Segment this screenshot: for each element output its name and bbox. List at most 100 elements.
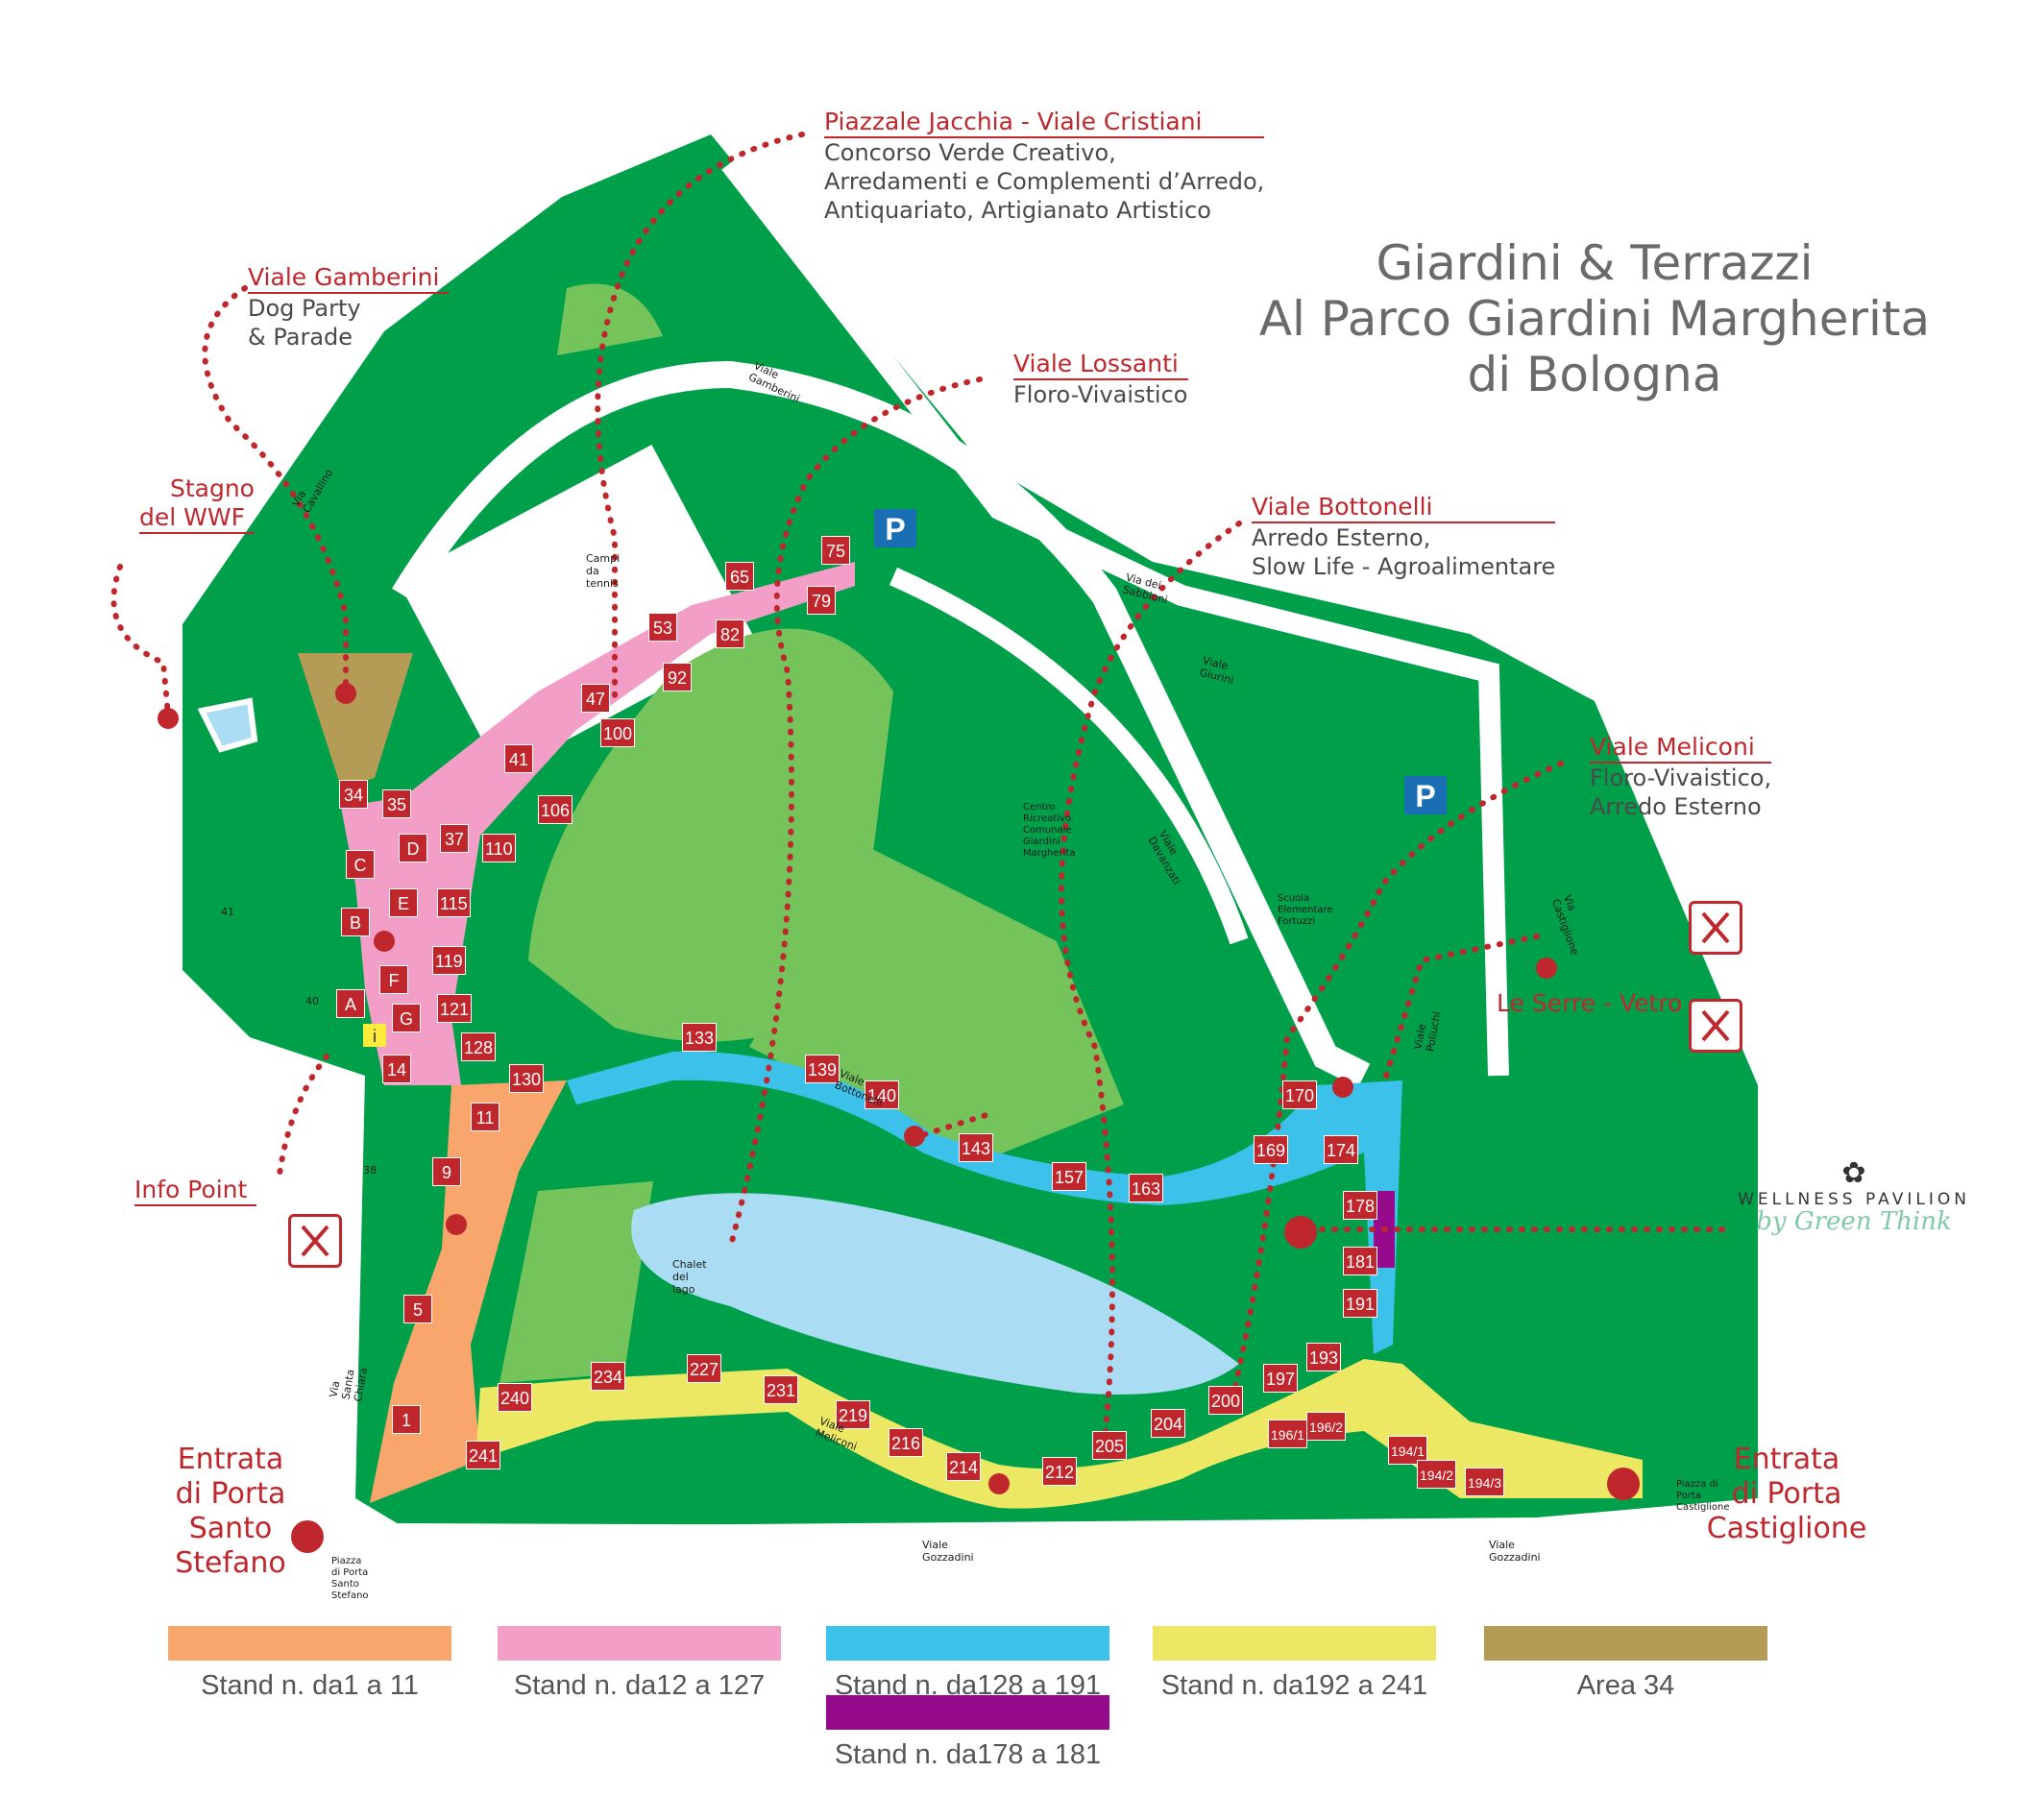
stand-marker[interactable]: 231 bbox=[764, 1375, 799, 1404]
street-tennis: Campi da tennis bbox=[586, 552, 621, 590]
stand-marker[interactable]: 219 bbox=[836, 1400, 871, 1429]
zone-khaki bbox=[298, 653, 413, 788]
flower-icon bbox=[988, 1473, 1010, 1494]
zone-jacchia: Piazzale Jacchia - Viale Cristiani Conco… bbox=[824, 108, 1265, 225]
stand-marker[interactable]: 181 bbox=[1343, 1247, 1378, 1275]
stand-marker[interactable]: 193 bbox=[1306, 1343, 1342, 1371]
stand-marker[interactable]: 196/2 bbox=[1306, 1412, 1347, 1441]
stand-marker[interactable]: 133 bbox=[682, 1023, 718, 1052]
zone-meliconi-line-1: Floro-Vivaistico, bbox=[1590, 764, 1772, 791]
stand-marker[interactable]: 212 bbox=[1042, 1457, 1078, 1486]
stand-marker[interactable]: A bbox=[336, 989, 365, 1018]
stand-marker[interactable]: 11 bbox=[471, 1103, 499, 1131]
stand-marker[interactable]: 121 bbox=[437, 994, 473, 1023]
stand-marker[interactable]: 14 bbox=[382, 1055, 411, 1083]
title-line-1: Giardini & Terrazzi bbox=[1376, 235, 1814, 291]
meadow-large bbox=[528, 628, 893, 1042]
stand-marker[interactable]: 140 bbox=[865, 1080, 900, 1109]
stand-marker[interactable]: 191 bbox=[1343, 1289, 1378, 1318]
title-line-2: Al Parco Giardini Margherita bbox=[1258, 291, 1931, 347]
stand-marker[interactable]: 130 bbox=[509, 1064, 545, 1093]
zone-serre: Le Serre - Vetro bbox=[1497, 989, 1692, 1018]
stand-marker[interactable]: 1 bbox=[392, 1405, 421, 1434]
tennis-courts bbox=[397, 445, 756, 775]
stand-marker[interactable]: 100 bbox=[600, 718, 636, 747]
info-marker-label: i bbox=[373, 1027, 377, 1046]
zone-gamberini-line-1: Dog Party bbox=[248, 295, 361, 322]
stand-marker[interactable]: 115 bbox=[437, 888, 471, 917]
legend-swatch bbox=[826, 1695, 1109, 1730]
stand-marker[interactable]: F bbox=[379, 965, 408, 994]
stand-marker[interactable]: 143 bbox=[959, 1133, 994, 1162]
restaurant-icon bbox=[1689, 999, 1742, 1053]
zone-gamberini-title: Viale Gamberini bbox=[248, 263, 450, 294]
stand-marker[interactable]: 205 bbox=[1092, 1431, 1128, 1460]
stand-marker[interactable]: 119 bbox=[432, 946, 466, 975]
street-scuola-1: Scuola Elementare bbox=[1278, 893, 1333, 915]
stand-marker[interactable]: 35 bbox=[382, 789, 411, 818]
flower-icon bbox=[1284, 1216, 1317, 1249]
entrance-castiglione-line-3: Castiglione bbox=[1706, 1512, 1867, 1545]
stand-marker[interactable]: 234 bbox=[591, 1362, 626, 1391]
leader-serre bbox=[1380, 934, 1540, 1088]
stand-marker[interactable]: 240 bbox=[498, 1383, 533, 1412]
stand-marker[interactable]: 194/3 bbox=[1465, 1468, 1505, 1496]
wellness-line-2: by Green Think bbox=[1756, 1207, 1952, 1236]
stand-marker[interactable]: 241 bbox=[466, 1441, 501, 1469]
street-piazza-c-1: Piazza di Porta bbox=[1676, 1479, 1718, 1501]
stand-marker[interactable]: 174 bbox=[1324, 1135, 1359, 1164]
stand-marker[interactable]: 216 bbox=[889, 1428, 924, 1457]
zone-meliconi-title: Viale Meliconi bbox=[1590, 733, 1772, 764]
stand-marker[interactable]: 106 bbox=[538, 795, 573, 824]
stand-marker[interactable]: 75 bbox=[821, 536, 850, 565]
stand-marker[interactable]: 170 bbox=[1282, 1080, 1318, 1109]
street-centro-1: Centro bbox=[1023, 802, 1056, 813]
stand-marker[interactable]: 214 bbox=[946, 1452, 982, 1481]
stand-marker[interactable]: 196/1 bbox=[1268, 1420, 1308, 1448]
stand-marker[interactable]: 47 bbox=[581, 684, 610, 713]
street-scuola: Scuola Elementare Fortuzzi bbox=[1278, 893, 1333, 928]
stand-marker[interactable]: 178 bbox=[1343, 1191, 1378, 1220]
wellness-line-1: WELLNESS PAVILION bbox=[1738, 1190, 1970, 1209]
stand-marker[interactable]: 139 bbox=[805, 1055, 840, 1083]
parking-icon-east: P bbox=[1404, 776, 1447, 814]
stand-marker[interactable]: B bbox=[341, 908, 370, 936]
stand-marker[interactable]: 157 bbox=[1052, 1162, 1087, 1191]
stand-marker[interactable]: 79 bbox=[807, 586, 836, 615]
street-num-41: 41 bbox=[221, 906, 234, 918]
stand-marker[interactable]: 92 bbox=[663, 663, 692, 692]
stand-marker[interactable]: 110 bbox=[482, 834, 516, 862]
flower-icon bbox=[335, 683, 356, 704]
stand-marker[interactable]: 5 bbox=[403, 1295, 432, 1323]
stand-marker[interactable]: 9 bbox=[432, 1157, 461, 1186]
road-south bbox=[383, 1523, 1759, 1545]
stand-marker[interactable]: 41 bbox=[504, 744, 533, 773]
stand-marker[interactable]: 227 bbox=[687, 1354, 722, 1383]
stand-marker[interactable]: 200 bbox=[1208, 1386, 1244, 1415]
zone-jacchia-line-2: Arredamenti e Complementi d’Arredo, bbox=[824, 168, 1265, 195]
zone-bottonelli-line-1: Arredo Esterno, bbox=[1252, 524, 1431, 551]
stand-marker[interactable]: C bbox=[346, 850, 375, 879]
stand-marker[interactable]: 163 bbox=[1129, 1174, 1164, 1202]
stand-marker[interactable]: 65 bbox=[725, 562, 754, 591]
stand-marker[interactable]: G bbox=[392, 1004, 421, 1032]
stand-marker[interactable]: 169 bbox=[1254, 1135, 1289, 1164]
stand-marker[interactable]: 197 bbox=[1263, 1364, 1299, 1393]
stand-marker[interactable]: 34 bbox=[339, 780, 368, 809]
zone-jacchia-title: Piazzale Jacchia - Viale Cristiani bbox=[824, 108, 1265, 138]
park-area bbox=[183, 134, 1758, 1527]
stand-marker[interactable]: 204 bbox=[1151, 1409, 1186, 1438]
stand-marker[interactable]: 194/1 bbox=[1388, 1436, 1428, 1465]
legend-label: Stand n. da178 a 181 bbox=[834, 1739, 1102, 1770]
title-line-3: di Bologna bbox=[1467, 347, 1722, 402]
stand-marker[interactable]: E bbox=[389, 888, 418, 917]
stand-marker[interactable]: 128 bbox=[461, 1032, 497, 1061]
stand-marker[interactable]: 53 bbox=[648, 613, 677, 642]
stand-marker[interactable]: 82 bbox=[716, 619, 744, 648]
stand-marker[interactable]: D bbox=[399, 834, 427, 862]
stand-marker[interactable]: 37 bbox=[440, 824, 469, 853]
street-centro-4: Giardini bbox=[1023, 837, 1060, 847]
meadow-south-west bbox=[499, 1181, 653, 1383]
info-marker bbox=[363, 1024, 386, 1047]
stand-marker[interactable]: 194/2 bbox=[1417, 1460, 1457, 1489]
